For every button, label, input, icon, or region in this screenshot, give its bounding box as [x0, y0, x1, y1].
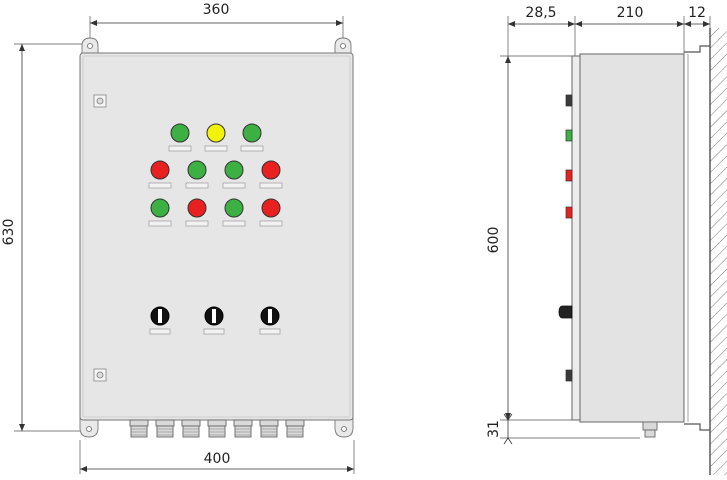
- mounting-bracket-top: [684, 45, 710, 53]
- side-cable-gland: [642, 421, 658, 438]
- selector-switch-row: [149, 306, 281, 335]
- cable-gland: [207, 419, 227, 438]
- wall-hatching: [710, 28, 727, 475]
- indicator-lamp: [261, 160, 281, 180]
- indicator-lamp: [224, 198, 244, 218]
- front-view: 360 630 400: [1, 2, 355, 474]
- cable-gland: [155, 419, 175, 438]
- side-indicator: [565, 129, 573, 142]
- indicator-lamp: [150, 160, 170, 180]
- mounting-lug-bottom-right: [334, 417, 354, 438]
- switch-label-plate: [203, 328, 225, 335]
- mounting-lug-bottom-left: [79, 417, 99, 438]
- indicator-lamp-grid: [148, 123, 283, 227]
- side-indicator: [565, 206, 573, 219]
- door-lock-bottom: [93, 368, 107, 382]
- side-selector-knob: [558, 305, 573, 319]
- lamp-label-plate: [222, 182, 246, 189]
- cable-gland: [285, 419, 305, 438]
- lamp-label-plate: [259, 220, 283, 227]
- door-lock-top: [93, 94, 107, 108]
- cable-gland-row: [129, 419, 305, 438]
- indicator-lamp: [261, 198, 281, 218]
- selector-switch[interactable]: [150, 306, 170, 326]
- indicator-lamp: [224, 160, 244, 180]
- cable-gland: [259, 419, 279, 438]
- indicator-lamp: [170, 123, 190, 143]
- lamp-label-plate: [204, 145, 228, 152]
- mounting-bracket-bottom: [684, 423, 710, 431]
- bottom-width-dimension-label: 400: [204, 451, 231, 467]
- cable-gland: [233, 419, 253, 438]
- lamp-label-plate: [148, 182, 172, 189]
- indicator-lamp: [187, 198, 207, 218]
- side-view: 28,5 210 12 600 31: [486, 5, 727, 475]
- enclosure-side-body: [579, 53, 685, 423]
- side-lock: [565, 369, 573, 382]
- bracket-dimension-label: 12: [688, 5, 706, 21]
- enclosure-side-door: [571, 55, 581, 421]
- side-indicator-column: [565, 94, 573, 382]
- indicator-lamp: [187, 160, 207, 180]
- lamp-label-plate: [240, 145, 264, 152]
- side-indicator: [565, 94, 573, 107]
- side-indicator: [565, 169, 573, 182]
- door-depth-dimension-label: 28,5: [525, 5, 556, 21]
- indicator-lamp: [150, 198, 170, 218]
- mounting-lug-top-right: [334, 37, 352, 56]
- lamp-label-plate: [168, 145, 192, 152]
- selector-switch[interactable]: [204, 306, 224, 326]
- indicator-lamp: [242, 123, 262, 143]
- switch-label-plate: [149, 328, 171, 335]
- lamp-label-plate: [185, 220, 209, 227]
- mounting-lug-top-left: [81, 37, 99, 56]
- lamp-label-plate: [185, 182, 209, 189]
- lamp-label-plate: [148, 220, 172, 227]
- selector-switch[interactable]: [260, 306, 280, 326]
- bottom-offset-dimension-label: 31: [486, 420, 502, 438]
- body-depth-dimension-label: 210: [617, 5, 644, 21]
- height-dimension-label: 630: [1, 219, 17, 246]
- top-width-dimension-label: 360: [203, 2, 230, 18]
- indicator-lamp: [206, 123, 226, 143]
- lamp-label-plate: [259, 182, 283, 189]
- cable-gland: [181, 419, 201, 438]
- lamp-label-plate: [222, 220, 246, 227]
- cable-gland: [129, 419, 149, 438]
- enclosure-front-panel: [79, 52, 354, 421]
- switch-label-plate: [259, 328, 281, 335]
- side-height-dimension-label: 600: [486, 227, 502, 254]
